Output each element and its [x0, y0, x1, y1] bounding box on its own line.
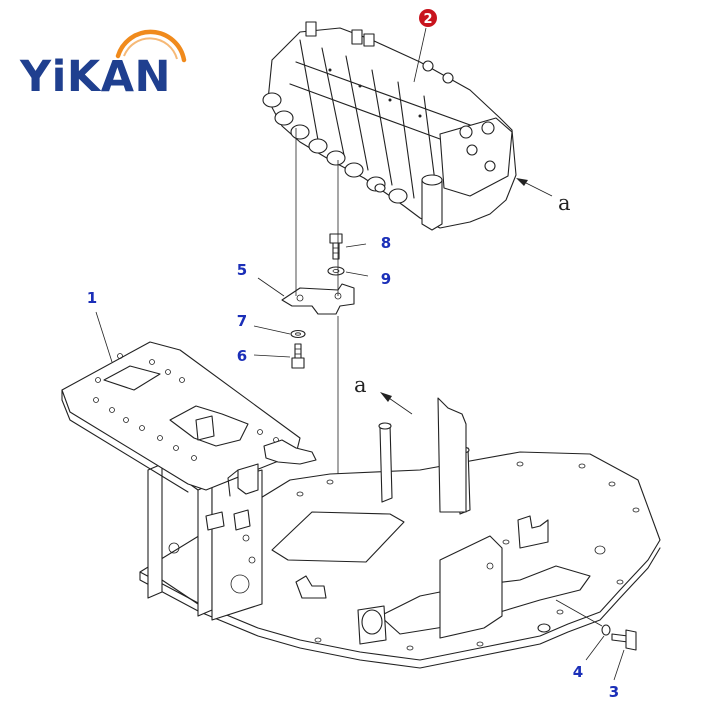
callout-1: 1	[87, 289, 97, 307]
logo-arc-icon	[115, 29, 187, 63]
washer-7	[290, 329, 306, 339]
callout-5: 5	[237, 261, 247, 279]
callout-4: 4	[573, 663, 583, 681]
callout-2: 2	[419, 9, 437, 27]
bolt-6	[291, 343, 305, 369]
callout-6: 6	[237, 347, 247, 365]
support-posts	[378, 397, 471, 515]
callout-8: 8	[381, 234, 391, 252]
svg-text:2: 2	[423, 12, 432, 27]
view-marker-a-lower: a	[354, 373, 367, 397]
washer-9	[327, 266, 345, 276]
callout-7: 7	[237, 312, 247, 330]
bolt-8	[329, 233, 343, 260]
logo-text: YiKAN	[19, 52, 171, 102]
washer-4	[601, 624, 611, 636]
callout-3: 3	[609, 683, 619, 701]
view-marker-a-upper: a	[558, 191, 571, 215]
bolt-3	[611, 629, 637, 651]
control-valve-assembly	[262, 21, 517, 231]
yikan-logo: YiKAN	[19, 29, 187, 102]
callout-9: 9	[381, 270, 391, 288]
stand-holes	[93, 353, 279, 461]
bracket-5	[281, 283, 355, 315]
base-frame	[139, 397, 661, 669]
pedestal-stand-1	[61, 341, 317, 621]
callout-2-highlight	[419, 9, 437, 27]
plate-holes	[296, 461, 640, 651]
spool-caps	[262, 92, 408, 204]
